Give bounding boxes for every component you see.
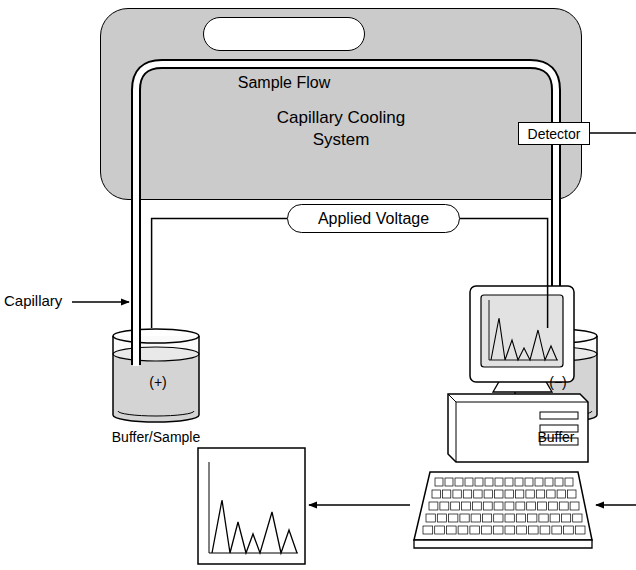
buffer-beaker: (+)Buffer/Sample [112,328,200,423]
voltage-pill: Applied Voltage [287,204,460,233]
part-label: Capillary [4,292,62,309]
panel-label: Capillary Cooling System [275,107,407,151]
detector-wire [588,132,636,134]
polarity-sign: (−) [549,374,567,390]
voltage-wire [460,219,548,329]
detector-label: Detector [528,126,581,142]
printout [198,448,305,564]
output-arrow [309,504,410,506]
computer [414,286,592,548]
voltage-label: Applied Voltage [318,210,429,228]
signal-arrow [596,504,636,506]
detector-box: Detector [518,122,590,145]
flow-label: Sample Flow [218,73,350,93]
beaker-label: Buffer/Sample [112,429,200,445]
sample-flow-pill: Sample Flow [203,17,365,51]
leader-arrow [72,301,129,303]
beaker-label: Buffer [537,429,574,445]
cooling-system-panel: Capillary Cooling System Sample Flow [100,8,582,200]
voltage-wire [152,219,287,329]
polarity-sign: (+) [149,374,167,390]
